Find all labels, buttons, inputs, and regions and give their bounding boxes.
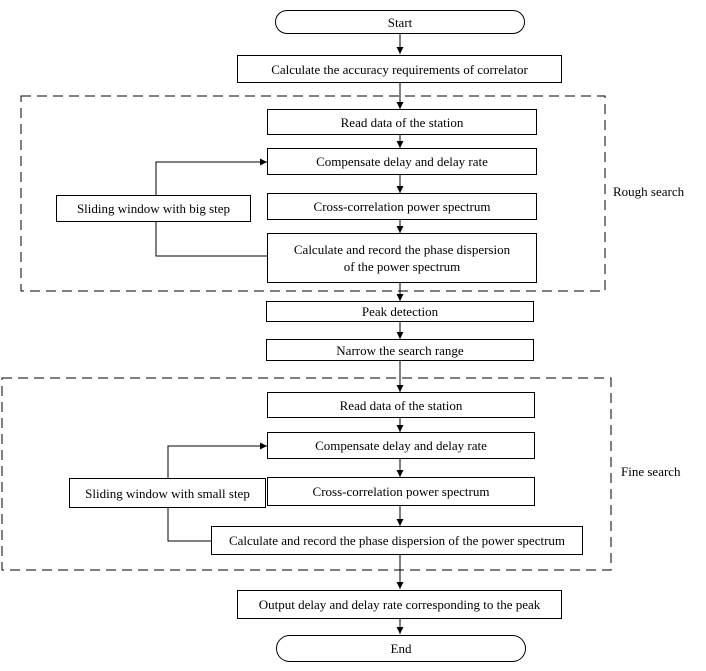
peak-detection-box: Peak detection — [266, 301, 534, 322]
fine-search-label: Fine search — [621, 464, 681, 479]
rough-read-data-box: Read data of the station — [267, 109, 537, 135]
fine-calc-dispersion-box: Calculate and record the phase dispersio… — [211, 526, 583, 555]
rough-calc-dispersion-box: Calculate and record the phase dispersio… — [267, 233, 537, 283]
rough-calc-line-2: of the power spectrum — [343, 259, 461, 274]
rough-search-region — [20, 95, 606, 292]
rough-sliding-window-box: Sliding window with big step — [56, 195, 251, 222]
rough-calc-line-1: Calculate and record the phase dispersio… — [293, 242, 511, 257]
fine-loop-forward — [167, 442, 267, 478]
fine-sliding-window-box: Sliding window with small step — [69, 478, 266, 508]
fine-crosscorr-box: Cross-correlation power spectrum — [267, 477, 535, 506]
end-terminal: End — [276, 635, 526, 662]
fine-search-region — [1, 377, 612, 571]
rough-loop-forward — [155, 158, 267, 195]
rough-crosscorr-box: Cross-correlation power spectrum — [267, 193, 537, 220]
rough-loop-return — [155, 222, 267, 257]
rough-compensate-box: Compensate delay and delay rate — [267, 148, 537, 175]
narrow-range-box: Narrow the search range — [266, 339, 534, 361]
fine-compensate-box: Compensate delay and delay rate — [267, 432, 535, 459]
output-box: Output delay and delay rate correspondin… — [237, 590, 562, 619]
fine-loop-return — [167, 508, 211, 542]
fine-read-data-box: Read data of the station — [267, 392, 535, 418]
calc-accuracy-box: Calculate the accuracy requirements of c… — [237, 55, 562, 83]
rough-search-label: Rough search — [613, 184, 685, 199]
start-terminal: Start — [275, 10, 525, 34]
